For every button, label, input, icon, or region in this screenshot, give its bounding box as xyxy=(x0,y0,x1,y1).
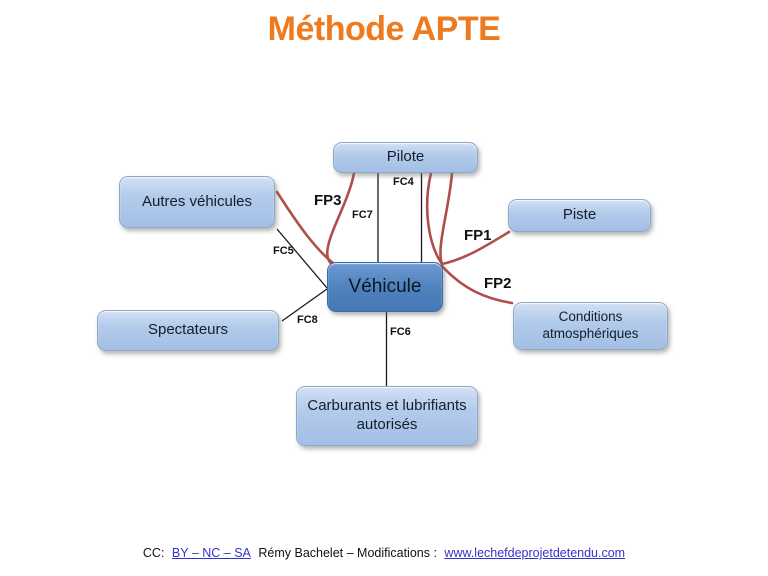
site-link[interactable]: www.lechefdeprojetdetendu.com xyxy=(444,546,626,560)
node-piste-label: Piste xyxy=(562,206,597,224)
node-vehicule: Véhicule xyxy=(327,262,443,312)
node-conditions-atmospheriques-label: Conditions atmosphériques xyxy=(542,309,639,341)
license-link[interactable]: BY – NC – SA xyxy=(171,546,251,560)
label-fc7: FC7 xyxy=(352,209,373,221)
node-vehicule-label: Véhicule xyxy=(348,276,422,298)
page-title: Méthode APTE xyxy=(267,10,501,48)
node-spectateurs: Spectateurs xyxy=(97,310,279,351)
label-fc6: FC6 xyxy=(390,326,411,338)
node-pilote: Pilote xyxy=(333,142,478,173)
curve-fp3-autres-vehicules xyxy=(275,190,339,268)
line-fc5 xyxy=(276,228,328,289)
node-carburants: Carburants et lubrifiants autorisés xyxy=(296,386,478,446)
curve-fp2-conditions xyxy=(440,264,514,305)
line-fc8 xyxy=(281,288,328,322)
label-fp1: FP1 xyxy=(464,227,492,244)
curve-fp3-pilote xyxy=(325,171,356,269)
credits-prefix: CC: xyxy=(142,546,165,560)
node-carburants-label: Carburants et lubrifiants autorisés xyxy=(307,397,467,433)
node-pilote-label: Pilote xyxy=(386,148,425,166)
node-spectateurs-label: Spectateurs xyxy=(147,321,229,339)
curve-fp1-pilote xyxy=(425,171,444,266)
node-autres-vehicules-label: Autres véhicules xyxy=(141,192,253,210)
label-fc5: FC5 xyxy=(273,245,294,257)
constraint-lines xyxy=(276,173,423,386)
credits-line: CC: BY – NC – SA Rémy Bachelet – Modific… xyxy=(0,546,768,560)
curve-fp2-pilote xyxy=(439,171,454,266)
label-fc4: FC4 xyxy=(393,176,414,188)
credits-author: Rémy Bachelet – Modifications : xyxy=(258,546,437,560)
curve-fp1-piste xyxy=(440,230,511,266)
label-fc8: FC8 xyxy=(297,314,318,326)
node-autres-vehicules: Autres véhicules xyxy=(119,176,275,228)
node-piste: Piste xyxy=(508,199,651,232)
node-conditions-atmospheriques: Conditions atmosphériques xyxy=(513,302,668,350)
label-fp3: FP3 xyxy=(314,192,342,209)
label-fp2: FP2 xyxy=(484,275,512,292)
principal-function-curves xyxy=(275,171,514,305)
